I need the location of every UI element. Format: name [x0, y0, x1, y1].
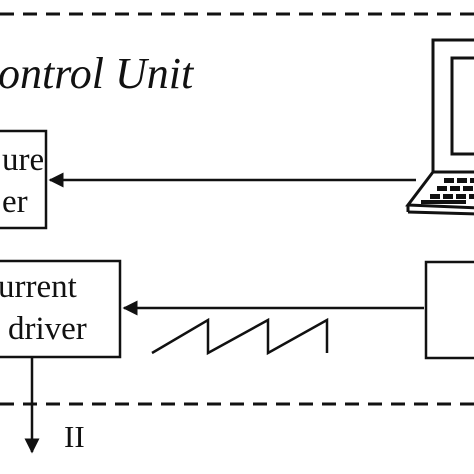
top-left-box-line-1: ure — [2, 142, 44, 178]
laptop-computer-icon — [405, 38, 474, 216]
control-unit-title: ontrol Unit — [0, 49, 195, 98]
top-left-driver-box — [0, 129, 48, 230]
current-driver-box — [0, 259, 122, 359]
sawtooth-waveform-icon — [151, 317, 329, 356]
current-driver-box-line-1: urrent — [0, 269, 77, 305]
reference-label-ii: II — [64, 419, 85, 454]
current-driver-box-line-2: driver — [8, 311, 87, 347]
signal-source-box — [424, 260, 474, 360]
top-left-box-line-2: er — [2, 184, 28, 220]
